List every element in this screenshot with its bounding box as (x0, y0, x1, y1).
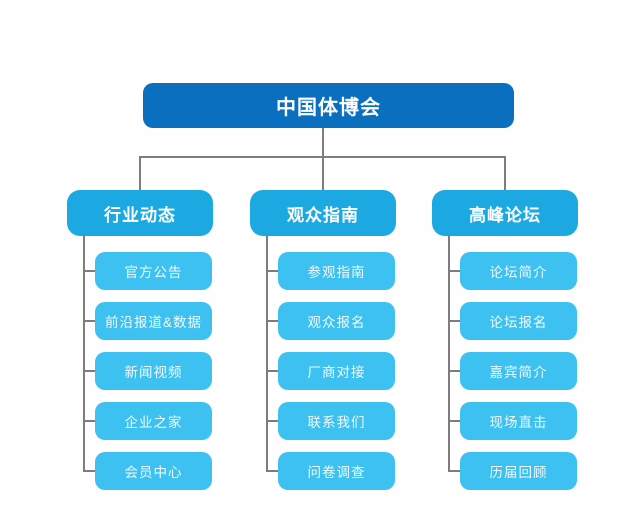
branch-label: 观众指南 (287, 205, 359, 225)
leaf-label: 问卷调查 (307, 465, 366, 480)
node-root-label: 中国体博会 (276, 97, 381, 119)
connector-line (448, 370, 461, 372)
leaf-guest-intro: 嘉宾简介 (460, 352, 577, 390)
leaf-label: 前沿报道&数据 (104, 315, 202, 330)
connector-line (83, 270, 96, 272)
connector-line (266, 320, 279, 322)
leaf-label: 官方公告 (124, 265, 183, 280)
connector-line (139, 156, 141, 190)
leaf-news-videos: 新闻视频 (95, 352, 212, 390)
leaf-visitor-registration: 观众报名 (278, 302, 395, 340)
connector-line (266, 470, 279, 472)
leaf-label: 论坛简介 (489, 265, 548, 280)
leaf-label: 观众报名 (307, 315, 366, 330)
connector-line (83, 370, 96, 372)
leaf-past-reviews: 历届回顾 (460, 452, 577, 490)
connector-line (322, 156, 324, 190)
leaf-enterprise-home: 企业之家 (95, 402, 212, 440)
leaf-questionnaire-survey: 问卷调查 (278, 452, 395, 490)
connector-line (448, 320, 461, 322)
connector-line (266, 420, 279, 422)
leaf-vendor-matching: 厂商对接 (278, 352, 395, 390)
leaf-label: 嘉宾简介 (489, 365, 548, 380)
connector-line (504, 156, 506, 190)
leaf-label: 会员中心 (124, 465, 183, 480)
leaf-label: 论坛报名 (489, 315, 548, 330)
leaf-label: 厂商对接 (307, 365, 366, 380)
leaf-label: 企业之家 (124, 415, 183, 430)
leaf-contact-us: 联系我们 (278, 402, 395, 440)
leaf-forum-intro: 论坛简介 (460, 252, 577, 290)
leaf-forum-registration: 论坛报名 (460, 302, 577, 340)
leaf-label: 参观指南 (307, 265, 366, 280)
leaf-member-center: 会员中心 (95, 452, 212, 490)
branch-visitor-guide: 观众指南 (250, 190, 396, 236)
connector-line (448, 270, 461, 272)
leaf-visit-guide: 参观指南 (278, 252, 395, 290)
leaf-label: 历届回顾 (489, 465, 548, 480)
leaf-label: 联系我们 (307, 415, 366, 430)
branch-industry-news: 行业动态 (67, 190, 213, 236)
connector-line (83, 236, 85, 472)
connector-line (322, 127, 324, 158)
connector-line (266, 270, 279, 272)
leaf-label: 新闻视频 (124, 365, 183, 380)
leaf-frontier-reports-data: 前沿报道&数据 (95, 302, 212, 340)
branch-summit-forum: 高峰论坛 (432, 190, 578, 236)
connector-line (83, 420, 96, 422)
node-root: 中国体博会 (143, 83, 514, 128)
connector-line (448, 470, 461, 472)
connector-line (448, 236, 450, 472)
leaf-official-announcements: 官方公告 (95, 252, 212, 290)
leaf-label: 现场直击 (489, 415, 548, 430)
connector-line (266, 236, 268, 472)
connector-line (448, 420, 461, 422)
connector-line (266, 370, 279, 372)
branch-label: 高峰论坛 (469, 205, 541, 225)
branch-label: 行业动态 (104, 205, 176, 225)
leaf-live-coverage: 现场直击 (460, 402, 577, 440)
connector-line (83, 320, 96, 322)
connector-line (83, 470, 96, 472)
